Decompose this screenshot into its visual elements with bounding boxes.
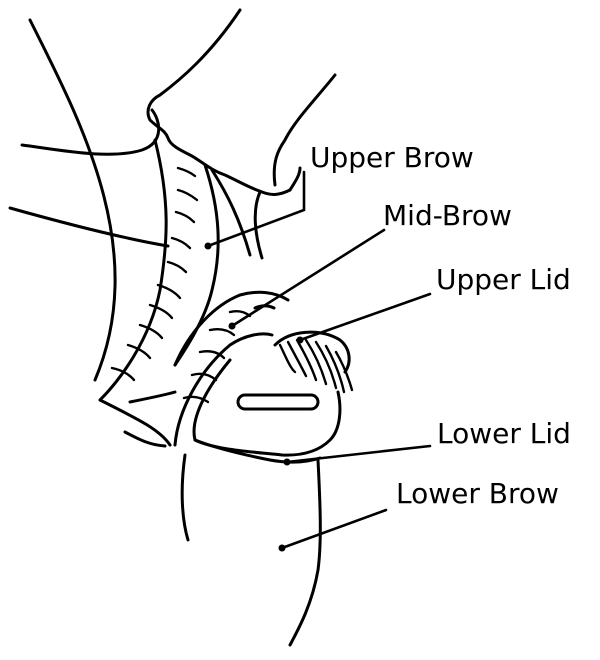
outer-contour-line: [30, 20, 115, 380]
leader-dot-lower-brow: [279, 545, 286, 552]
hatch-stroke: [178, 168, 195, 176]
leader-mid-brow: [232, 230, 384, 326]
upper-brow-contour: [148, 10, 290, 194]
hatch-stroke: [210, 329, 234, 335]
brow-band-inner: [175, 165, 218, 365]
label-lower-brow: Lower Brow: [396, 480, 559, 508]
leader-dot-upper-lid: [297, 337, 304, 344]
label-upper-lid: Upper Lid: [436, 266, 571, 294]
leader-upper-lid: [300, 294, 430, 340]
eyelash: [297, 340, 316, 380]
leader-dot-lower-lid: [284, 459, 291, 466]
brow-band-outer: [100, 140, 166, 400]
outer-contour-line: [10, 208, 168, 246]
lower-face-contour: [290, 460, 320, 645]
leader-dot-upper-brow: [205, 243, 212, 250]
hatch-stroke: [176, 212, 194, 222]
leader-dot-mid-brow: [229, 323, 236, 330]
eyelash: [288, 342, 306, 376]
mid-brow-band: [175, 334, 272, 445]
outer-contour-line: [22, 110, 159, 154]
hatch-stroke: [158, 285, 180, 298]
label-mid-brow: Mid-Brow: [383, 202, 512, 230]
hatch-stroke: [178, 190, 197, 200]
pupil-slit: [238, 395, 318, 409]
lower-face-contour: [182, 455, 188, 540]
hatch-stroke: [172, 238, 190, 248]
leader-lower-lid: [287, 446, 430, 462]
hatch-stroke: [192, 374, 216, 380]
label-lower-lid: Lower Lid: [437, 420, 571, 448]
hatch-stroke: [168, 262, 186, 272]
brow-ridge-line: [290, 168, 300, 190]
leader-lower-brow: [282, 510, 386, 548]
label-upper-brow: Upper Brow: [310, 144, 474, 172]
lower-brow-contour: [130, 392, 175, 402]
